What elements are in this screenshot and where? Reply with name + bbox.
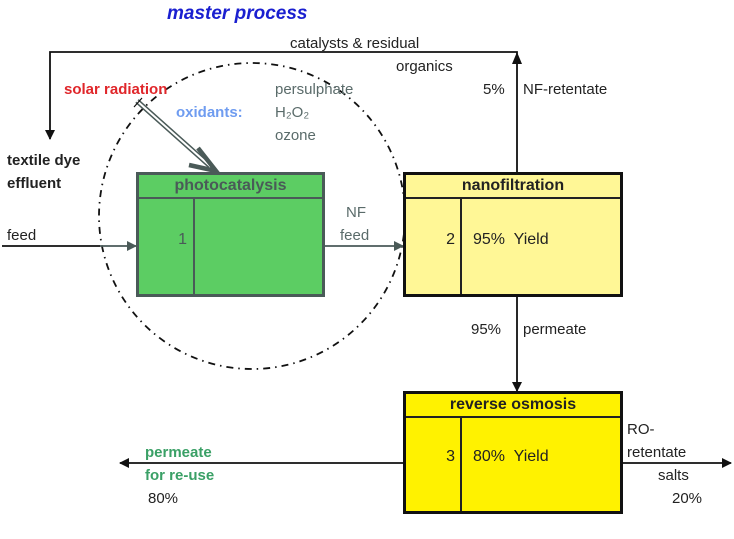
recycle-label-line1: catalysts & residual <box>290 35 420 52</box>
ro-retentate-line1: RO- <box>627 421 655 438</box>
feed-label: feed <box>7 227 37 244</box>
ro-permeate-percent: 80% <box>148 490 179 507</box>
unit-title: reverse osmosis <box>406 394 620 418</box>
unit-photocatalysis[interactable]: photocatalysis 1 <box>136 172 325 297</box>
unit-nanofiltration[interactable]: nanofiltration 2 95% Yield <box>403 172 623 297</box>
solar-radiation-arrow <box>133 97 222 175</box>
unit-divider <box>460 418 462 511</box>
nf-permeate-label: permeate <box>523 321 587 338</box>
unit-title: nanofiltration <box>406 175 620 199</box>
recycle-up-arrowhead <box>512 52 522 64</box>
nf-feed-label-line2: feed <box>340 227 370 244</box>
ro-retentate-line3: salts <box>658 467 689 484</box>
nf-feed-label-line1: NF <box>346 204 366 221</box>
nf-permeate-percent: 95% <box>471 321 502 338</box>
oxidant-persulphate: persulphate <box>275 81 354 98</box>
unit-value: 80% Yield <box>473 448 549 465</box>
ro-retentate-percent: 20% <box>672 490 703 507</box>
ro-permeate-label-line1: permeate <box>145 444 212 461</box>
recycle-label-line2: organics <box>396 58 453 75</box>
unit-number: 1 <box>178 231 187 248</box>
unit-value: 95% Yield <box>473 231 549 248</box>
unit-reverse-osmosis[interactable]: reverse osmosis 3 80% Yield <box>403 391 623 514</box>
ro-permeate-label-line2: for re-use <box>145 467 215 484</box>
unit-number: 3 <box>446 448 455 465</box>
input-label-line1: textile dye <box>7 152 81 169</box>
recycle-line <box>45 51 518 172</box>
oxidant-h2o2: H₂O₂ <box>275 104 310 121</box>
ro-retentate-line2: retentate <box>627 444 687 461</box>
nf-retentate-label: NF-retentate <box>523 81 608 98</box>
unit-number: 2 <box>446 231 455 248</box>
diagram-title: master process <box>167 3 308 24</box>
solar-radiation-label: solar radiation <box>64 81 168 98</box>
nf-retentate-percent: 5% <box>483 81 505 98</box>
unit-divider <box>193 199 195 294</box>
oxidants-label: oxidants: <box>176 104 243 121</box>
unit-divider <box>460 199 462 294</box>
oxidant-ozone: ozone <box>275 127 316 144</box>
unit-title: photocatalysis <box>139 175 322 199</box>
input-label-line2: effluent <box>7 175 62 192</box>
